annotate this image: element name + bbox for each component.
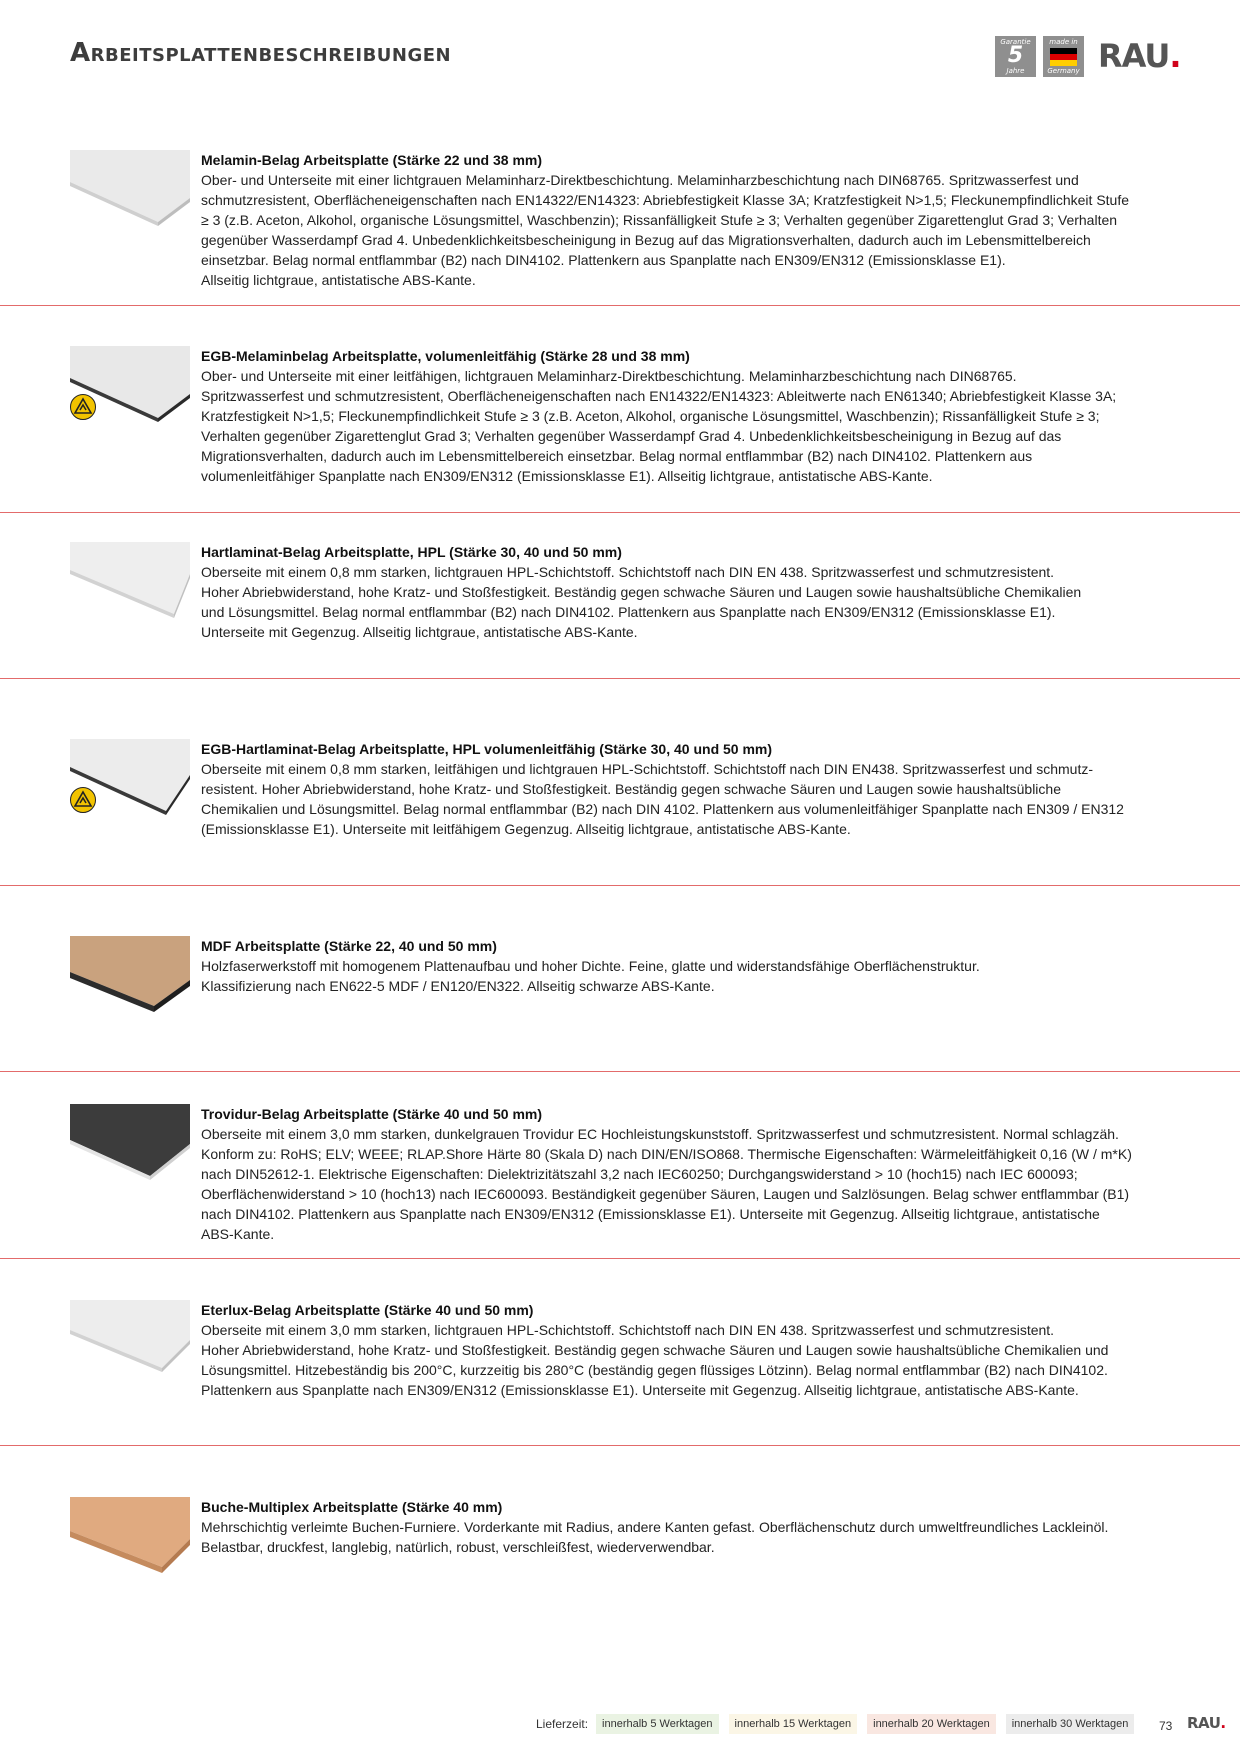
product-desc-line: Mehrschichtig verleimte Buchen-Furniere.… [201,1519,1109,1535]
delivery-time-legend: Lieferzeit: innerhalb 5 Werktagen innerh… [536,1714,1144,1734]
product-text: Hartlaminat-Belag Arbeitsplatte, HPL (St… [201,542,1191,642]
section-divider [0,1258,1240,1259]
product-desc-line: ABS-Kante. [201,1226,275,1242]
worktop-thumb-egb-hartlaminat [70,739,190,815]
product-desc-line: ≥ 3 (z.B. Aceton, Alkohol, organische Lö… [201,212,1118,228]
product-desc-line: Oberseite mit einem 3,0 mm starken, lich… [201,1322,1055,1338]
product-desc-line: Holzfaserwerkstoff mit homogenem Platten… [201,958,980,974]
product-title: EGB-Melaminbelag Arbeitsplatte, volumenl… [201,348,690,364]
product-desc-line: Plattenkern aus Spanplatte nach EN309/EN… [201,1382,1079,1398]
section-divider [0,512,1240,513]
worktop-thumb-trovidur [70,1104,190,1180]
product-desc-line: nach DIN4102. Plattenkern aus Spanplatte… [201,1206,1100,1222]
guarantee-badge-bottom: Jahre [1006,67,1025,75]
page-number: 73 [1159,1719,1173,1733]
product-title: Melamin-Belag Arbeitsplatte (Stärke 22 u… [201,152,543,168]
product-desc-line: gegenüber Wasserdampf Grad 4. Unbedenkli… [201,232,1091,248]
footer-logo-dot: . [1220,1714,1226,1732]
product-text: EGB-Melaminbelag Arbeitsplatte, volumenl… [201,346,1191,486]
page-title: Arbeitsplattenbeschreibungen [70,38,452,68]
product-desc-line: Ober- und Unterseite mit einer lichtgrau… [201,172,1079,188]
product-title: Hartlaminat-Belag Arbeitsplatte, HPL (St… [201,544,622,560]
section-divider [0,1445,1240,1446]
product-desc-line: Allseitig lichtgraue, antistatische ABS-… [201,272,476,288]
product-desc-line: volumenleitfähiger Spanplatte nach EN309… [201,468,933,484]
made-in-badge-bottom: Germany [1047,67,1080,75]
delivery-time-label: Lieferzeit: [536,1717,589,1731]
delivery-chip-30-days: innerhalb 30 Werktagen [1005,1714,1135,1734]
product-title: MDF Arbeitsplatte (Stärke 22, 40 und 50 … [201,938,497,954]
german-flag-icon [1050,48,1077,66]
product-desc-line: resistent. Hoher Abriebwiderstand, hohe … [201,781,1061,797]
product-desc-line: Spritzwasserfest und schmutzresistent, O… [201,388,1117,404]
product-desc-line: (Emissionsklasse E1). Unterseite mit lei… [201,821,851,837]
product-desc-line: Hoher Abriebwiderstand, hohe Kratz- und … [201,1342,1109,1358]
product-desc-line: nach DIN52612-1. Elektrische Eigenschaft… [201,1166,1078,1182]
section-divider [0,305,1240,306]
footer-rau-logo: RAU. [1187,1714,1226,1732]
product-desc-line: und Lösungsmittel. Belag normal entflamm… [201,604,1056,620]
product-desc-line: Klassifizierung nach EN622-5 MDF / EN120… [201,978,715,994]
product-text: Trovidur-Belag Arbeitsplatte (Stärke 40 … [201,1104,1191,1244]
guarantee-badge-years: 5 [1007,43,1024,68]
worktop-thumb-eterlux [70,1300,190,1376]
product-desc-line: Oberseite mit einem 0,8 mm starken, lich… [201,564,1055,580]
product-text: Melamin-Belag Arbeitsplatte (Stärke 22 u… [201,150,1191,290]
worktop-thumb-mdf [70,936,190,1012]
delivery-chip-15-days: innerhalb 15 Werktagen [728,1714,858,1734]
worktop-thumb-melamin [70,150,190,226]
header-badges: Garantie 5 Jahre made in Germany [995,36,1084,77]
guarantee-badge: Garantie 5 Jahre [995,36,1036,77]
product-desc-line: Konform zu: RoHS; ELV; WEEE; RLAP.Shore … [201,1146,1132,1162]
product-desc-line: Chemikalien und Lösungsmittel. Belag nor… [201,801,1124,817]
esd-warning-icon [70,394,96,420]
product-desc-line: Verhalten gegenüber Zigarettenglut Grad … [201,428,1062,444]
esd-warning-icon [70,787,96,813]
product-desc-line: Unterseite mit Gegenzug. Allseitig licht… [201,624,638,640]
product-text: Eterlux-Belag Arbeitsplatte (Stärke 40 u… [201,1300,1191,1400]
logo-dot: . [1169,37,1181,75]
made-in-badge-top: made in [1049,38,1078,46]
section-divider [0,885,1240,886]
product-desc-line: Oberseite mit einem 3,0 mm starken, dunk… [201,1126,1119,1142]
product-text: Buche-Multiplex Arbeitsplatte (Stärke 40… [201,1497,1191,1557]
product-desc-line: Lösungsmittel. Hitzebeständig bis 200°C,… [201,1362,1108,1378]
delivery-chip-20-days: innerhalb 20 Werktagen [867,1714,996,1734]
rau-logo: RAU. [1098,37,1182,75]
section-divider [0,1071,1240,1072]
worktop-thumb-hartlaminat [70,542,190,618]
product-desc-line: Oberseite mit einem 0,8 mm starken, leit… [201,761,1094,777]
logo-text: RAU [1098,37,1170,75]
worktop-thumb-buche-multiplex [70,1497,190,1573]
product-text: EGB-Hartlaminat-Belag Arbeitsplatte, HPL… [201,739,1191,839]
section-divider [0,678,1240,679]
product-desc-line: Oberflächenwiderstand > 10 (hoch13) nach… [201,1186,1130,1202]
product-title: Buche-Multiplex Arbeitsplatte (Stärke 40… [201,1499,503,1515]
product-title: Eterlux-Belag Arbeitsplatte (Stärke 40 u… [201,1302,534,1318]
product-title: Trovidur-Belag Arbeitsplatte (Stärke 40 … [201,1106,543,1122]
product-desc-line: schmutzresistent, Oberflächeneigenschaft… [201,192,1130,208]
product-desc-line: Ober- und Unterseite mit einer leitfähig… [201,368,1017,384]
footer-logo-text: RAU [1187,1714,1221,1732]
guarantee-badge-top: Garantie [1000,38,1031,46]
product-desc-line: Kratzfestigkeit N>1,5; Fleckunempfindlic… [201,408,1100,424]
product-title: EGB-Hartlaminat-Belag Arbeitsplatte, HPL… [201,741,773,757]
delivery-chip-5-days: innerhalb 5 Werktagen [596,1714,719,1734]
product-desc-line: einsetzbar. Belag normal entflammbar (B2… [201,252,1006,268]
product-desc-line: Migrationsverhalten, dadurch auch im Leb… [201,448,1033,464]
product-desc-line: Belastbar, druckfest, langlebig, natürli… [201,1539,715,1555]
product-desc-line: Hoher Abriebwiderstand, hohe Kratz- und … [201,584,1082,600]
worktop-thumb-egb-melamin [70,346,190,422]
made-in-germany-badge: made in Germany [1043,36,1084,77]
product-text: MDF Arbeitsplatte (Stärke 22, 40 und 50 … [201,936,1191,996]
